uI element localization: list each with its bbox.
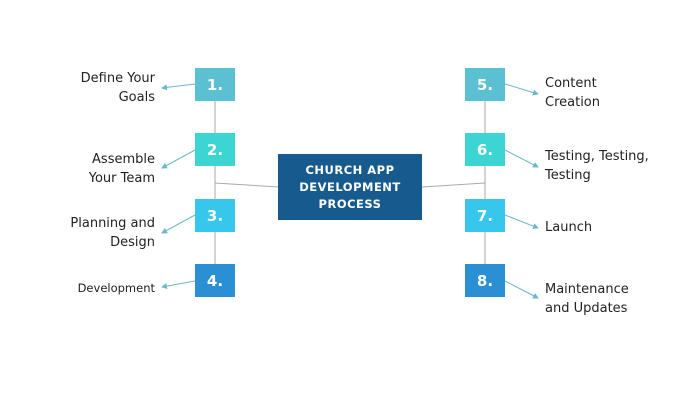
step-5-label: Content Creation [545, 76, 601, 110]
arrow-5 [504, 83, 539, 96]
step-4-label: Development [77, 281, 155, 295]
arrow-8 [504, 280, 539, 299]
step-1-label: Define Your Goals [80, 71, 155, 105]
arrow-7 [504, 214, 539, 229]
arrow-4 [161, 280, 196, 290]
step-2-box: 2. [195, 133, 235, 166]
step-5-box: 5. [465, 68, 505, 101]
step-6-box: 6. [465, 133, 505, 166]
step-3-box: 3. [195, 199, 235, 232]
left-hub-line [214, 182, 279, 188]
step-2-label: Assemble Your Team [88, 152, 155, 186]
step-4-box: 4. [195, 264, 235, 297]
arrow-2 [161, 149, 196, 169]
step-7-box: 7. [465, 199, 505, 232]
step-8-label: Maintenance and Updates [545, 282, 629, 316]
arrow-6 [504, 149, 539, 168]
step-3-label: Planning and Design [70, 216, 155, 250]
step-1-box: 1. [195, 68, 235, 101]
arrow-3 [161, 214, 196, 234]
step-7-label: Launch [545, 220, 593, 235]
arrow-1 [161, 83, 196, 91]
right-hub-line [421, 182, 486, 188]
step-6-label: Testing, Testing, Testing [545, 149, 649, 183]
central-title-box: CHURCH APP DEVELOPMENT PROCESS [278, 154, 422, 220]
step-8-box: 8. [465, 264, 505, 297]
